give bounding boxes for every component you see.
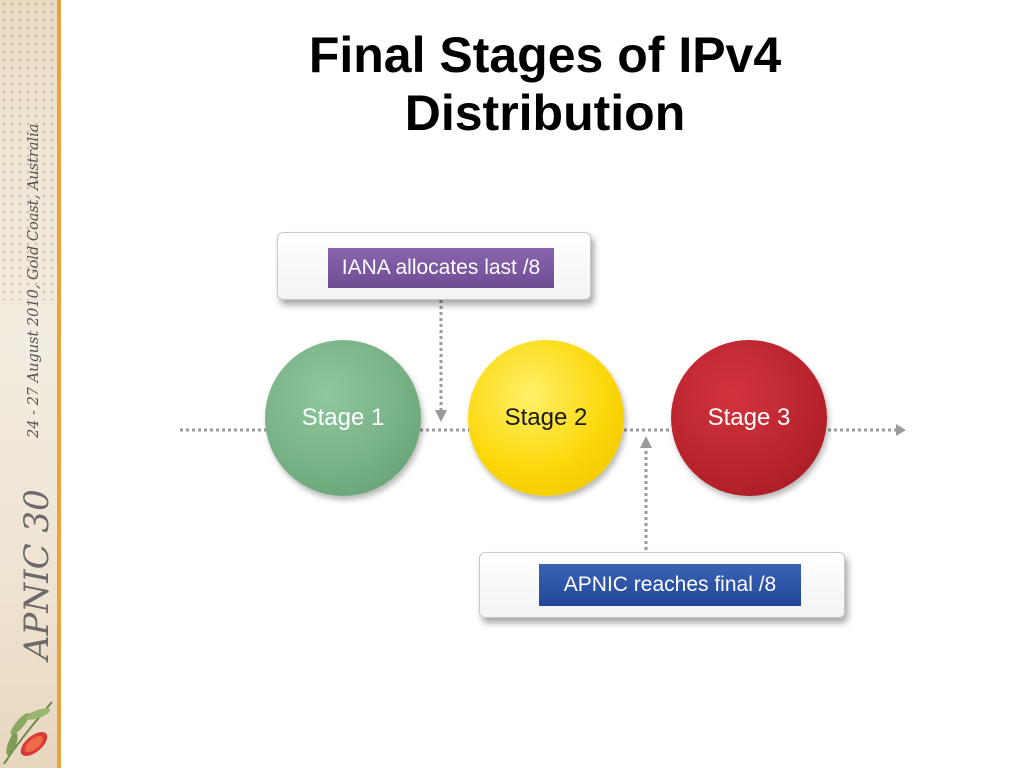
event-dates-text: 24 - 27 August 2010, Gold Coast, Austral… (26, 124, 42, 439)
slide-title: Final Stages of IPv4 Distribution (140, 26, 950, 142)
conference-branding: APNIC 30 24 - 27 August 2010, Gold Coast… (0, 0, 58, 690)
decorative-side-strip (0, 0, 58, 768)
stage-3-circle: Stage 3 (671, 340, 827, 496)
iana-callout-label: IANA allocates last /8 (328, 248, 554, 288)
stage-1-circle: Stage 1 (265, 340, 421, 496)
timeline-arrowhead (896, 424, 906, 436)
stage-3-label: Stage 3 (707, 404, 791, 431)
slide-title-line-2: Distribution (404, 85, 686, 141)
apnic-callout-label: APNIC reaches final /8 (539, 564, 801, 606)
stage-2-label: Stage 2 (504, 404, 588, 431)
iana-connector-arrowhead (435, 410, 447, 422)
stage-1-label: Stage 1 (301, 404, 385, 431)
stage-2-circle: Stage 2 (468, 340, 624, 496)
bottlebrush-flower-graphic (0, 682, 58, 768)
side-strip-border (57, 0, 61, 768)
dot-pattern-decoration (0, 0, 58, 300)
event-name-text: APNIC 30 (17, 489, 57, 663)
apnic-connector-arrowhead (640, 436, 652, 448)
slide-title-line-1: Final Stages of IPv4 (308, 27, 782, 83)
